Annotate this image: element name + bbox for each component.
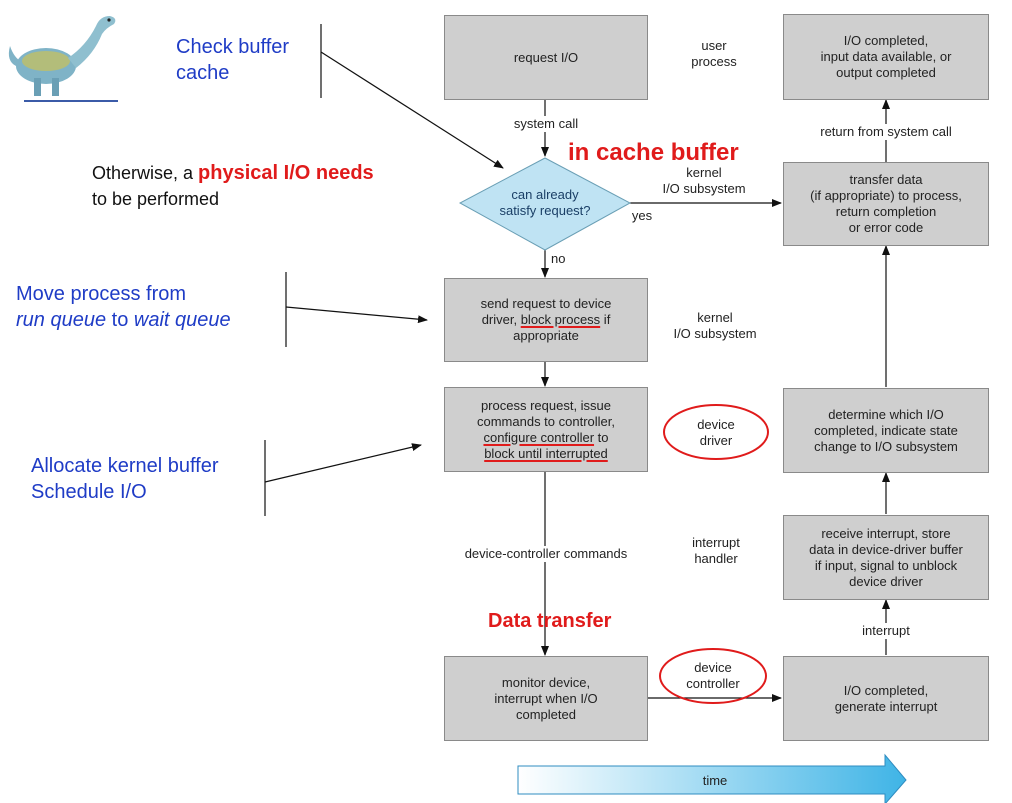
time-arrow xyxy=(517,753,907,803)
request-io-box: request I/O xyxy=(444,15,648,100)
device-controller-circle xyxy=(659,648,767,704)
process-request-box: process request, issue commands to contr… xyxy=(444,387,648,472)
time-label: time xyxy=(702,773,728,788)
move-process-note: Move process from run queue to wait queu… xyxy=(16,283,231,331)
io-completed-bottom-box: I/O completed,generate interrupt xyxy=(783,656,989,741)
device-controller-commands-label: device-controller commands xyxy=(448,546,644,562)
interrupt-label: interrupt xyxy=(846,623,926,639)
decision-diamond xyxy=(458,157,632,251)
transfer-data-box: transfer data(if appropriate) to process… xyxy=(783,162,989,246)
return-from-system-call-label: return from system call xyxy=(802,124,970,140)
data-transfer-note: Data transfer xyxy=(488,610,612,632)
otherwise-note: Otherwise, a physical I/O needs to be pe… xyxy=(92,162,374,209)
send-request-box: send request to device driver, block pro… xyxy=(444,278,648,362)
yes-label: yes xyxy=(631,208,653,223)
system-call-label: system call xyxy=(498,116,594,132)
in-cache-buffer-note: in cache buffer xyxy=(568,139,739,166)
device-driver-circle xyxy=(663,404,769,460)
no-label: no xyxy=(551,251,566,266)
dinosaur-logo-icon xyxy=(8,16,118,102)
block-process-highlight: block process xyxy=(520,312,601,327)
configure-controller-highlight: configure controller xyxy=(483,429,595,445)
